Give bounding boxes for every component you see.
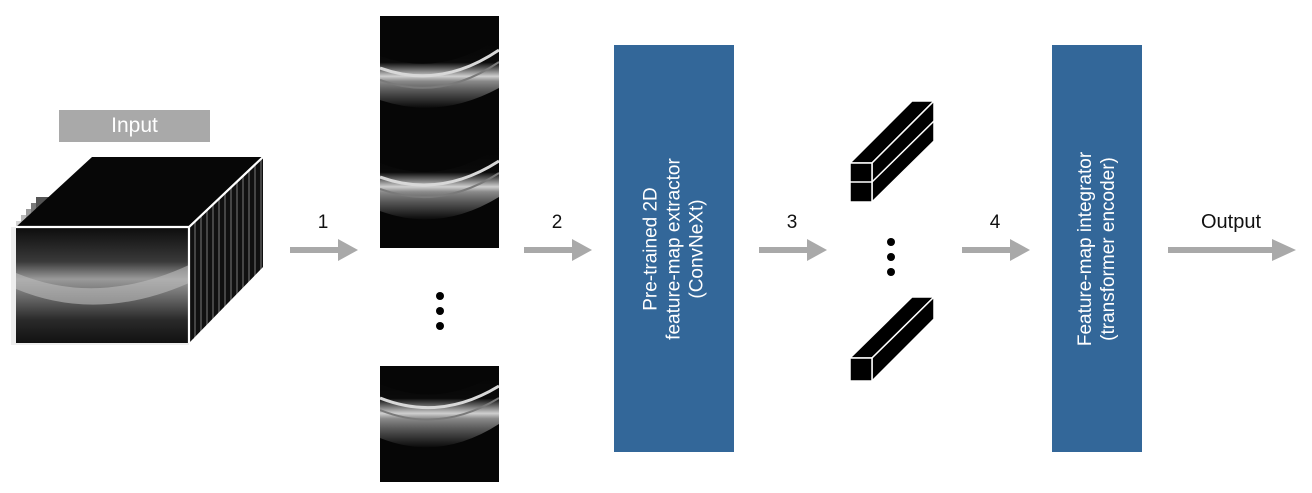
feature-map-prism-2 xyxy=(848,295,936,383)
oct-slice-3 xyxy=(380,366,499,482)
ellipsis-dot xyxy=(436,322,444,330)
step-2-label: 2 xyxy=(551,212,563,233)
ellipsis-dot xyxy=(436,307,444,315)
feature-map-prism-1 xyxy=(848,99,936,204)
ellipsis-dot xyxy=(887,268,895,276)
ellipsis-dot xyxy=(436,292,444,300)
ellipsis-dot xyxy=(887,253,895,261)
feature-integrator-block: Feature-map integrator (transformer enco… xyxy=(1052,45,1142,452)
step-3-label: 3 xyxy=(786,212,798,233)
arrow-4 xyxy=(962,239,1030,261)
oct-slice-2 xyxy=(380,133,499,248)
extractor-line-3: (ConvNeXt) xyxy=(686,198,708,299)
integrator-line-1: Feature-map integrator xyxy=(1075,151,1096,346)
extractor-line-2: feature-map extractor xyxy=(663,157,685,340)
oct-slice-1 xyxy=(380,16,499,133)
arrow-3 xyxy=(759,239,827,261)
extractor-line-1: Pre-trained 2D xyxy=(640,186,662,311)
step-1-label: 1 xyxy=(317,212,329,233)
output-label: Output xyxy=(1200,211,1262,233)
arrow-1 xyxy=(290,239,358,261)
input-volume-cube xyxy=(11,156,264,345)
step-4-label: 4 xyxy=(989,212,1001,233)
ellipsis-dot xyxy=(887,238,895,246)
integrator-line-2: (transformer encoder) xyxy=(1098,156,1119,341)
arrow-2 xyxy=(524,239,592,261)
output-arrow xyxy=(1168,239,1296,261)
feature-extractor-block: Pre-trained 2D feature-map extractor (Co… xyxy=(614,45,734,452)
input-label: Input xyxy=(59,110,210,142)
